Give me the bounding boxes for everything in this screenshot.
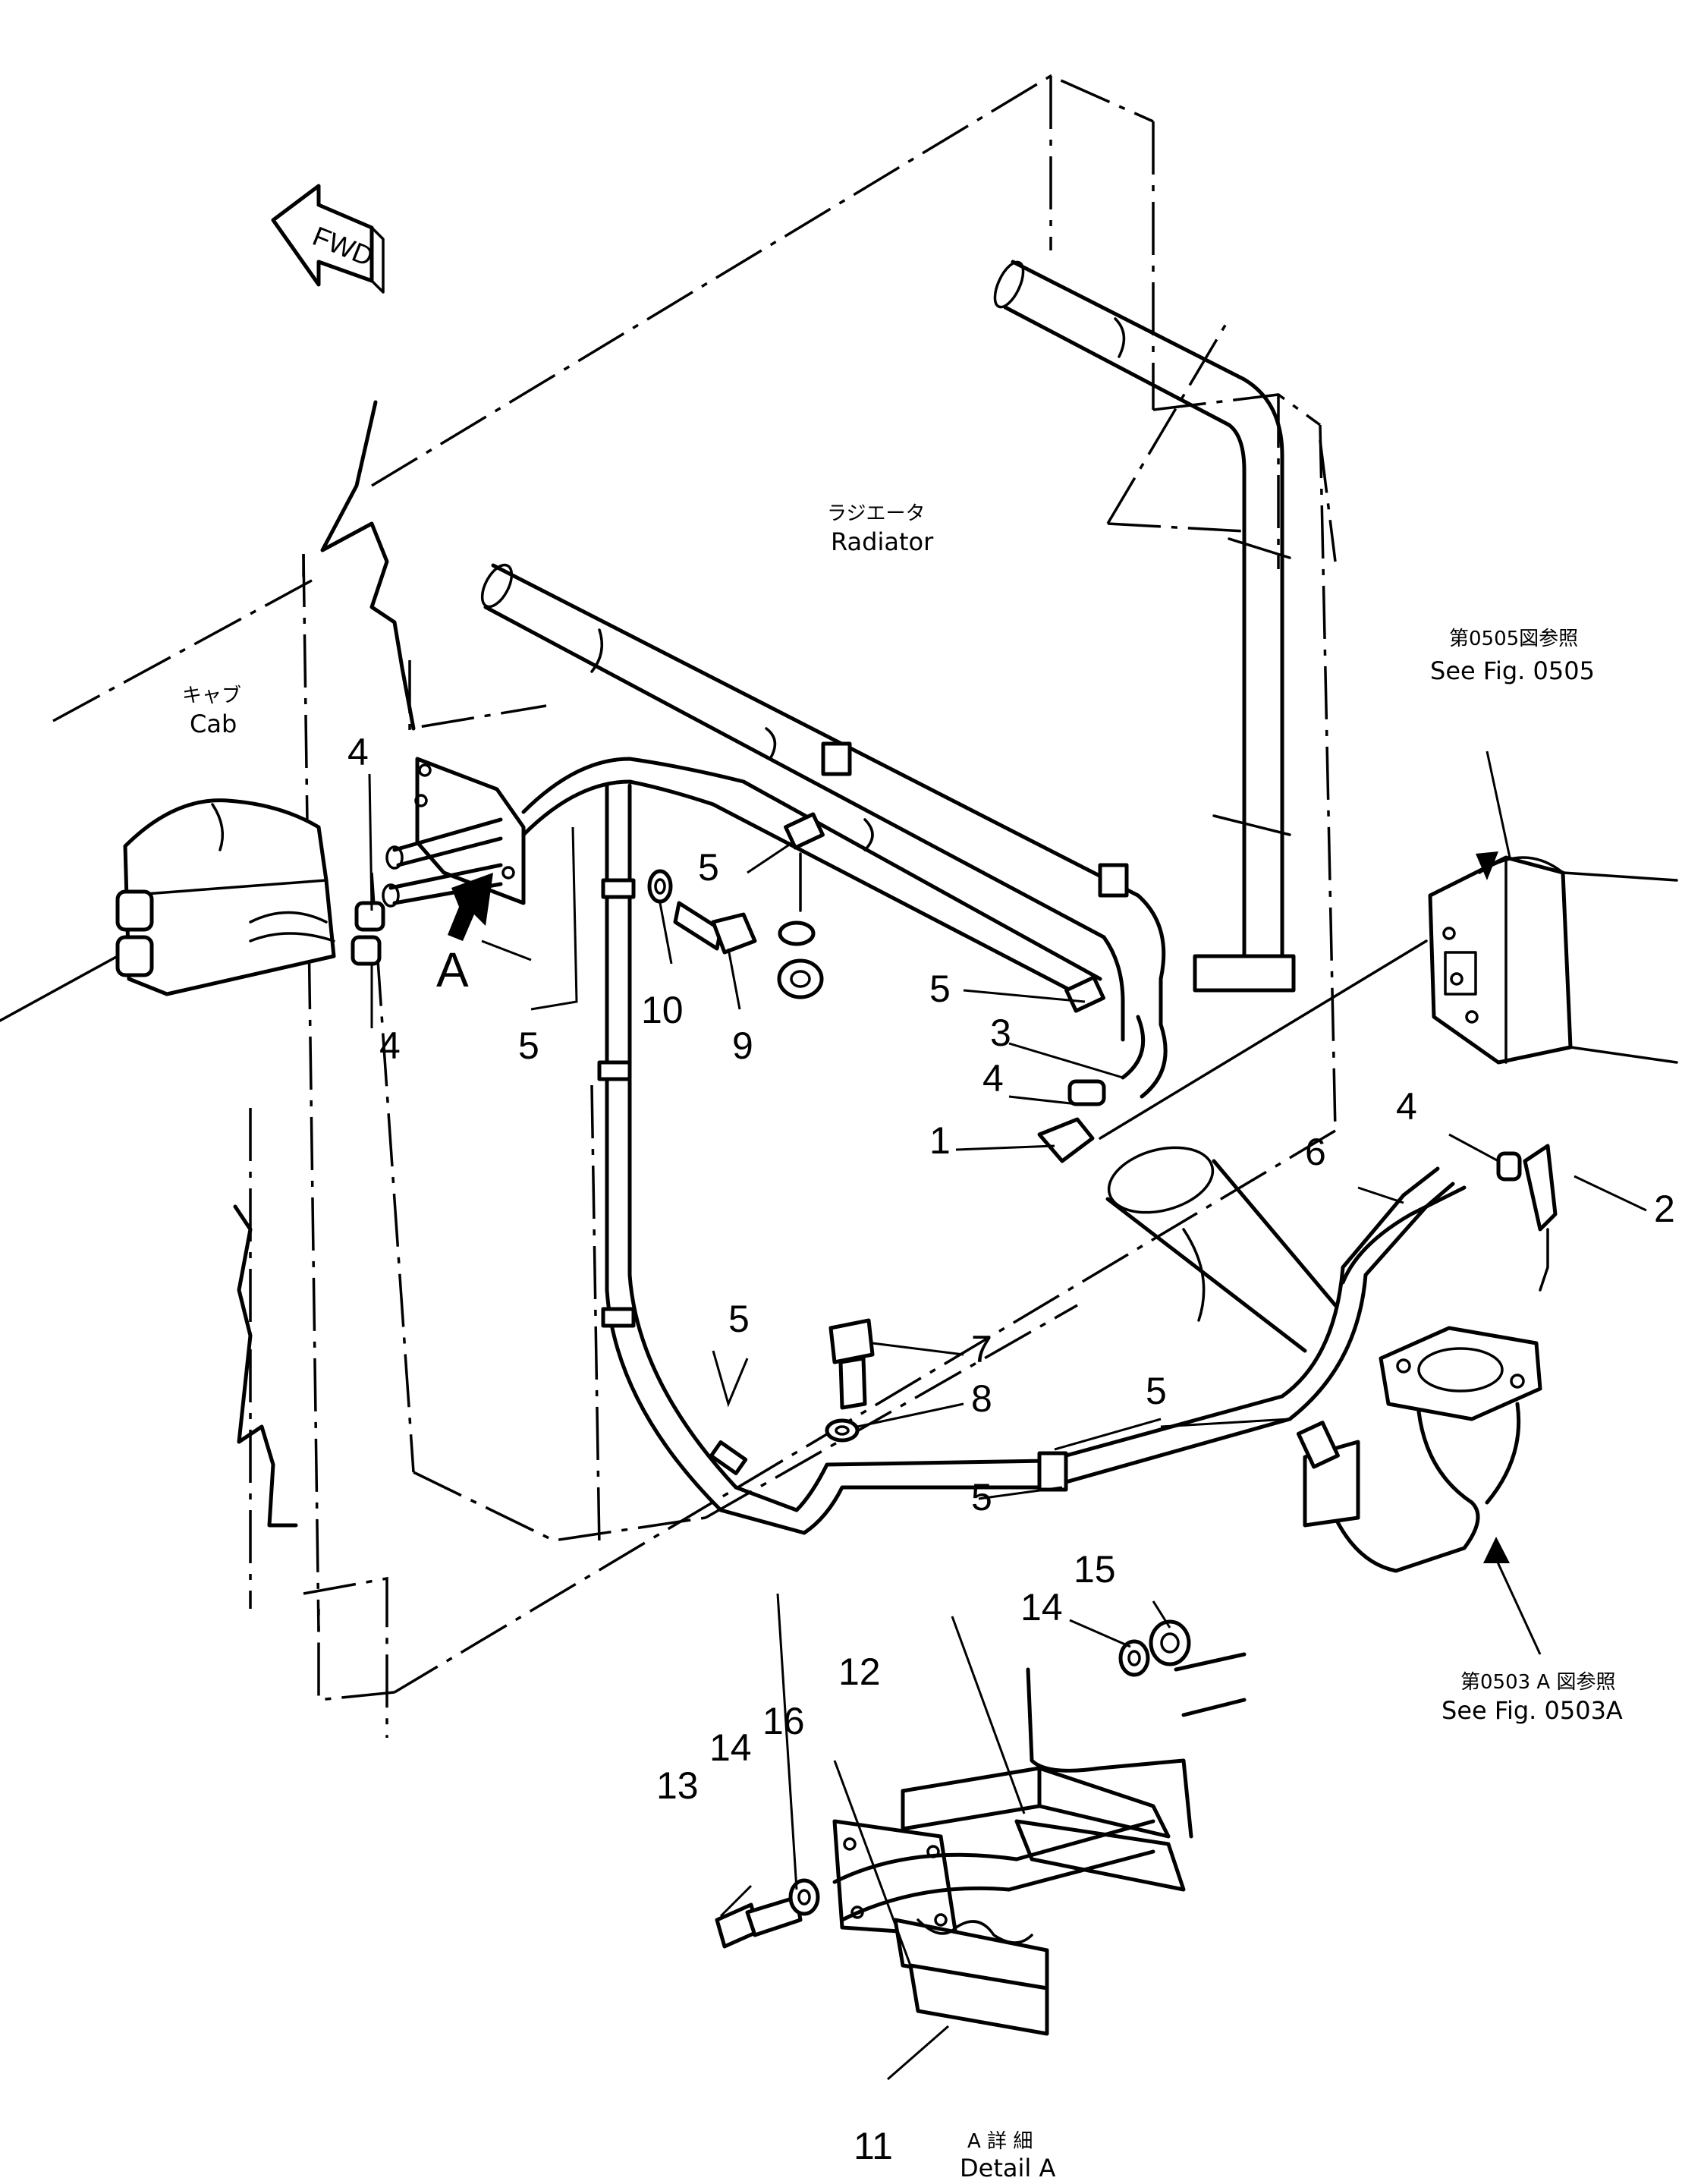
washer-14-left [788, 1878, 820, 1916]
cab-label-en: Cab [190, 710, 237, 738]
callout-5: 5 [971, 1476, 992, 1518]
ref-0503a-en: See Fig. 0503A [1441, 1696, 1623, 1725]
callout-5: 5 [698, 846, 719, 889]
washer-8 [825, 1418, 860, 1443]
leader-lines [368, 751, 1647, 2081]
engine-block [1428, 855, 1678, 1065]
fwd-arrow-icon: FWD [271, 184, 385, 294]
heater-unit [0, 798, 336, 1022]
callout-8: 8 [971, 1377, 992, 1420]
radiator-label-jp: ラジエータ [827, 502, 925, 525]
cab-outline [233, 400, 416, 1528]
upper-radiator-pipe [480, 563, 1166, 1042]
view-a-label: A [436, 943, 469, 997]
nut-15 [1149, 1619, 1191, 1666]
callout-4: 4 [379, 1024, 401, 1067]
ref-arrowheads [1476, 851, 1510, 1563]
view-a-arrow [448, 873, 493, 941]
lower-tank-pipe [1105, 1146, 1338, 1353]
callout-7: 7 [971, 1328, 992, 1371]
callout-5: 5 [728, 1298, 750, 1340]
clamps-5 [784, 741, 1129, 1013]
hose-3 [1037, 939, 1428, 1163]
ref-0505-jp: 第0505図参照 [1449, 628, 1578, 650]
callout-16: 16 [762, 1700, 805, 1742]
callout-12: 12 [838, 1651, 881, 1693]
callout-4: 4 [982, 1057, 1004, 1100]
elbow-flange [1303, 1326, 1542, 1573]
callout-5: 5 [518, 1024, 539, 1067]
callout-1: 1 [929, 1119, 951, 1162]
bolt-9 [673, 901, 757, 955]
washer-14-right [1118, 1639, 1150, 1677]
bolt-7 [828, 1318, 875, 1410]
detail-a-bracket [832, 1652, 1247, 2036]
callout-4: 4 [347, 731, 369, 773]
callout-14: 14 [709, 1726, 752, 1769]
ref-0503a-jp: 第0503 A 図参照 [1460, 1671, 1615, 1694]
hose-6-fitting-2 [1341, 1144, 1558, 1292]
callout-11: 11 [854, 2125, 893, 2167]
callout-14: 14 [1020, 1586, 1063, 1629]
washer-nut-stack [777, 852, 824, 999]
washer-10 [647, 869, 673, 904]
bolt-13 [715, 1895, 803, 1949]
ref-0505-en: See Fig. 0505 [1430, 656, 1595, 685]
cab-label-jp: キャブ [182, 684, 241, 707]
callout-3: 3 [990, 1012, 1011, 1054]
detail-a-en: Detail A [960, 2154, 1055, 2182]
heater-pipes [351, 757, 526, 966]
callout-10: 10 [641, 989, 684, 1031]
radiator-housing [52, 74, 1337, 1738]
callout-4: 4 [1396, 1085, 1417, 1128]
detail-a-jp: A 詳 細 [967, 2130, 1033, 2153]
callout-5: 5 [929, 968, 951, 1010]
callout-9: 9 [732, 1024, 753, 1067]
vertical-radiator-pipe [993, 260, 1296, 993]
radiator-label-en: Radiator [831, 527, 934, 556]
callouts: 4 4 5 10 9 5 5 3 4 1 6 4 2 5 7 8 5 5 15 … [347, 731, 1675, 2167]
callout-15: 15 [1074, 1548, 1116, 1591]
callout-6: 6 [1305, 1131, 1326, 1173]
callout-5: 5 [1146, 1370, 1167, 1412]
callout-13: 13 [656, 1764, 699, 1807]
callout-2: 2 [1654, 1188, 1675, 1230]
